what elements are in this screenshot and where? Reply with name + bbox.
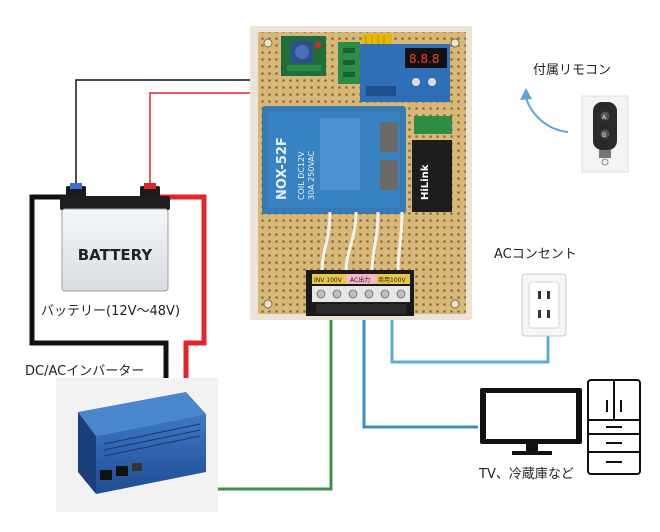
receiver-module xyxy=(281,36,326,76)
ac-outlet-icon xyxy=(521,273,567,337)
remote-label: 付属リモコン xyxy=(533,63,612,78)
relay-spec-2: 30A 250VAC xyxy=(307,150,316,200)
svg-text:B: B xyxy=(602,132,606,139)
terminal-label-inv: INV 100V xyxy=(314,277,343,284)
inverter-label: DC/ACインバーター xyxy=(25,364,145,379)
battery-label: バッテリー(12V～48V) xyxy=(41,304,181,319)
ac-outlet-label: ACコンセント xyxy=(494,247,577,262)
control-board: 8.8.8 NOX-52F COIL DC12V 30A 250VAC HiLi… xyxy=(250,26,472,320)
terminal-label-ac-out: AC出力 xyxy=(350,276,370,284)
remote-control-icon: A B xyxy=(581,95,629,173)
relay-spec-1: COIL DC12V xyxy=(297,151,306,200)
appliances-label: TV、冷蔵庫など xyxy=(479,467,574,482)
power-relay: NOX-52F COIL DC12V 30A 250VAC xyxy=(262,106,406,214)
wire-terminal-to-outlet xyxy=(390,316,550,364)
timer-module: 8.8.8 xyxy=(360,44,450,102)
wire-battery-pos-to-inverter xyxy=(154,194,207,390)
battery-text: BATTERY xyxy=(78,246,154,264)
wire-terminal-to-appliances xyxy=(362,316,478,429)
refrigerator-icon xyxy=(587,379,641,475)
svg-text:8.8.8: 8.8.8 xyxy=(409,52,440,66)
terminal-block: INV 100V AC出力 商用100V xyxy=(306,270,414,316)
relay-model-text: NOX-52F xyxy=(275,137,290,200)
terminal-label-commercial: 商用100V xyxy=(378,276,406,284)
wire-battery-neg-to-inverter xyxy=(29,194,169,390)
inverter-icon xyxy=(56,378,218,512)
svg-text:A: A xyxy=(602,114,607,121)
internal-wires xyxy=(320,211,404,273)
psu-brand: HiLink xyxy=(420,164,431,200)
tv-icon xyxy=(480,388,582,455)
signal-arrow-icon xyxy=(520,88,569,133)
psu-module: HiLink xyxy=(412,116,452,212)
battery-icon: BATTERY xyxy=(60,183,170,292)
